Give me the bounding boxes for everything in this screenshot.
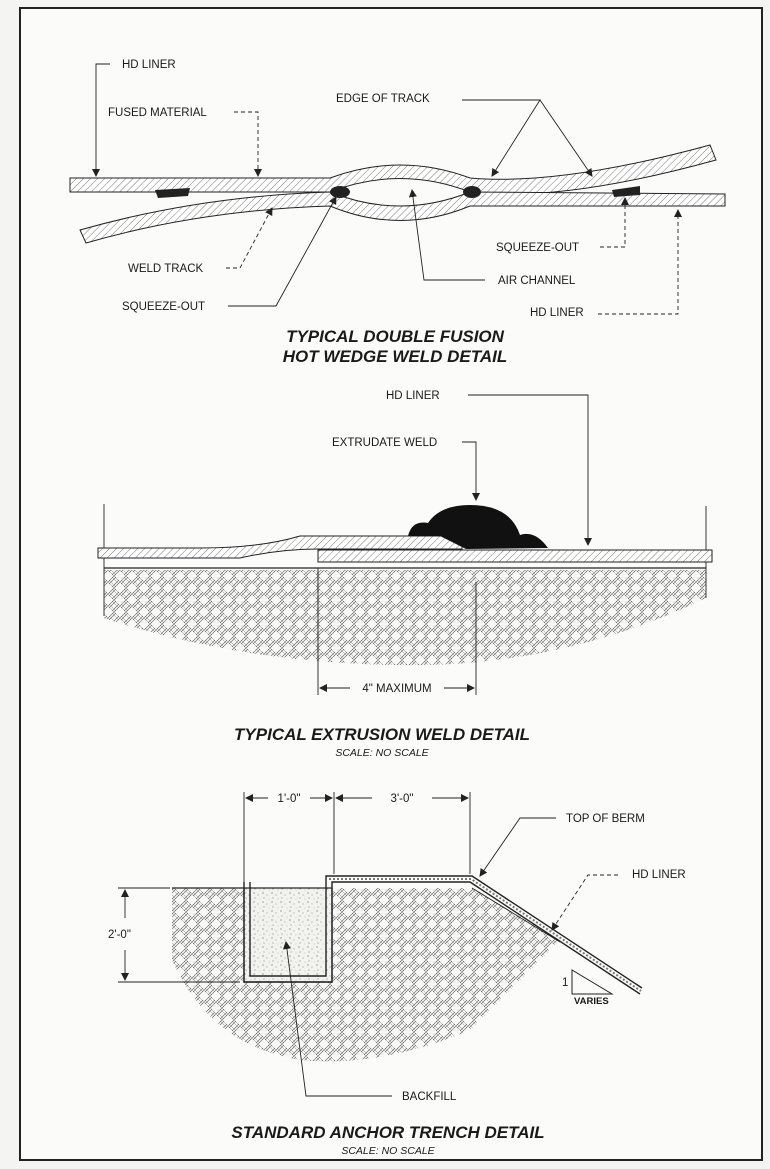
label-air-channel: AIR CHANNEL [498,275,576,287]
dimension-1ft: 1'-0" [278,793,301,805]
scale-anchor-trench: SCALE: NO SCALE [341,1145,435,1157]
label-backfill: BACKFILL [402,1091,457,1103]
title-extrusion-weld: TYPICAL EXTRUSION WELD DETAIL [234,725,530,744]
label-weld-track: WELD TRACK [128,263,204,275]
title-hot-wedge-line1: TYPICAL DOUBLE FUSION [286,327,505,346]
scale-extrusion-weld: SCALE: NO SCALE [335,747,429,759]
bottom-liner-sheet [79,191,726,244]
title-hot-wedge-line2: HOT WEDGE WELD DETAIL [283,347,507,366]
slope-run: VARIES [574,996,609,1007]
weld-track-left-outer [155,188,190,198]
trench-backfill [243,887,333,983]
label-hd-liner-bottom: HD LINER [530,307,584,319]
lower-liner-sheet [317,549,713,563]
dimension-2ft-depth: 2'-0" [108,929,131,941]
liner-sheet-anchor [243,881,641,995]
label-hd-liner-extrusion: HD LINER [386,390,440,402]
label-extrudate-weld: EXTRUDATE WELD [332,437,437,449]
slope-rise: 1 [562,977,568,989]
label-fused-material: FUSED MATERIAL [108,107,207,119]
label-hd-liner-trench: HD LINER [632,869,686,881]
hot-wedge-weld-detail: HD LINER FUSED MATERIAL EDGE OF TRACK SQ… [69,59,726,366]
title-anchor-trench: STANDARD ANCHOR TRENCH DETAIL [231,1123,544,1142]
label-top-of-berm: TOP OF BERM [566,813,645,825]
weld-track-right-inner [463,186,481,198]
dimension-3ft: 3'-0" [391,793,414,805]
slope-indicator [571,969,614,995]
label-hd-liner-top: HD LINER [122,59,176,71]
anchor-trench-detail: 1'-0" 3'-0" 2'-0" TOP OF BERM HD LINER 1… [108,792,686,1157]
extrudate-weld-bead [408,505,548,549]
label-edge-of-track: EDGE OF TRACK [336,93,430,105]
weld-track-left-inner [330,186,350,198]
label-squeeze-out-right: SQUEEZE-OUT [496,242,579,254]
top-liner-sheet [69,144,717,195]
subgrade-soil [104,570,706,666]
label-squeeze-out-left: SQUEEZE-OUT [122,301,205,313]
weld-track-right-outer [612,186,640,197]
extrusion-weld-detail: HD LINER EXTRUDATE WELD 4" MAXIMUM TYPIC… [97,390,713,759]
dimension-4in-maximum: 4" MAXIMUM [362,683,431,695]
